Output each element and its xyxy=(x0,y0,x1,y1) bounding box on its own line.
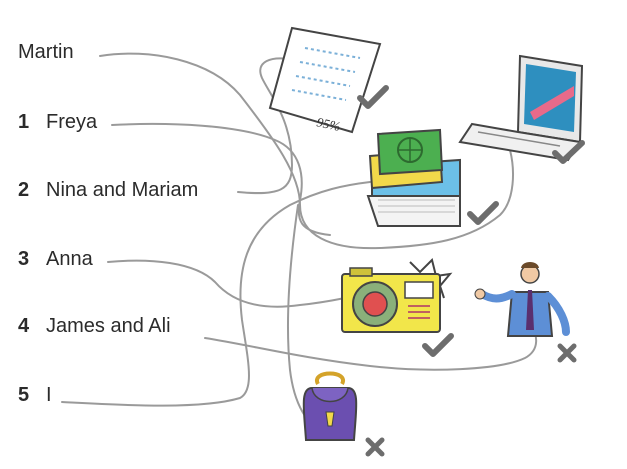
tick-icon xyxy=(552,140,585,164)
man-icon xyxy=(474,262,570,337)
name-row-3: 3 Anna xyxy=(18,248,93,271)
line-anna xyxy=(107,259,346,308)
name-row-4: 4 James and Ali xyxy=(18,315,171,338)
camera-icon xyxy=(341,258,453,333)
name-row-example: Martin xyxy=(18,41,74,64)
test-paper-icon: 95% xyxy=(268,26,382,134)
name-row-1: 1 Freya xyxy=(18,111,97,134)
item-number: 1 xyxy=(18,111,30,133)
line-freya xyxy=(111,122,331,236)
cross-icon xyxy=(365,437,385,457)
item-name: Anna xyxy=(46,248,93,270)
laptop-icon xyxy=(458,54,584,162)
line-james-ali xyxy=(204,321,538,371)
item-number: 5 xyxy=(18,384,30,406)
line-nina-mariam xyxy=(237,57,296,195)
item-number: 4 xyxy=(18,315,30,337)
tick-icon xyxy=(467,201,499,225)
connecting-lines xyxy=(61,52,538,421)
tick-icon xyxy=(357,85,389,109)
name-row-2: 2 Nina and Mariam xyxy=(18,179,198,202)
item-name: James and Ali xyxy=(46,315,171,337)
line-bag xyxy=(287,204,309,421)
books-icon xyxy=(366,128,461,227)
item-name: Freya xyxy=(46,111,98,133)
bag-icon xyxy=(302,371,358,441)
item-number: 2 xyxy=(18,179,30,201)
cross-icon xyxy=(557,343,577,363)
item-name: Martin xyxy=(18,41,74,63)
item-number: 3 xyxy=(18,248,30,270)
test-paper-score: 95% xyxy=(315,114,342,134)
tick-icon xyxy=(422,333,454,357)
item-name: Nina and Mariam xyxy=(46,179,199,201)
item-name: I xyxy=(46,384,52,406)
line-i xyxy=(61,181,371,407)
